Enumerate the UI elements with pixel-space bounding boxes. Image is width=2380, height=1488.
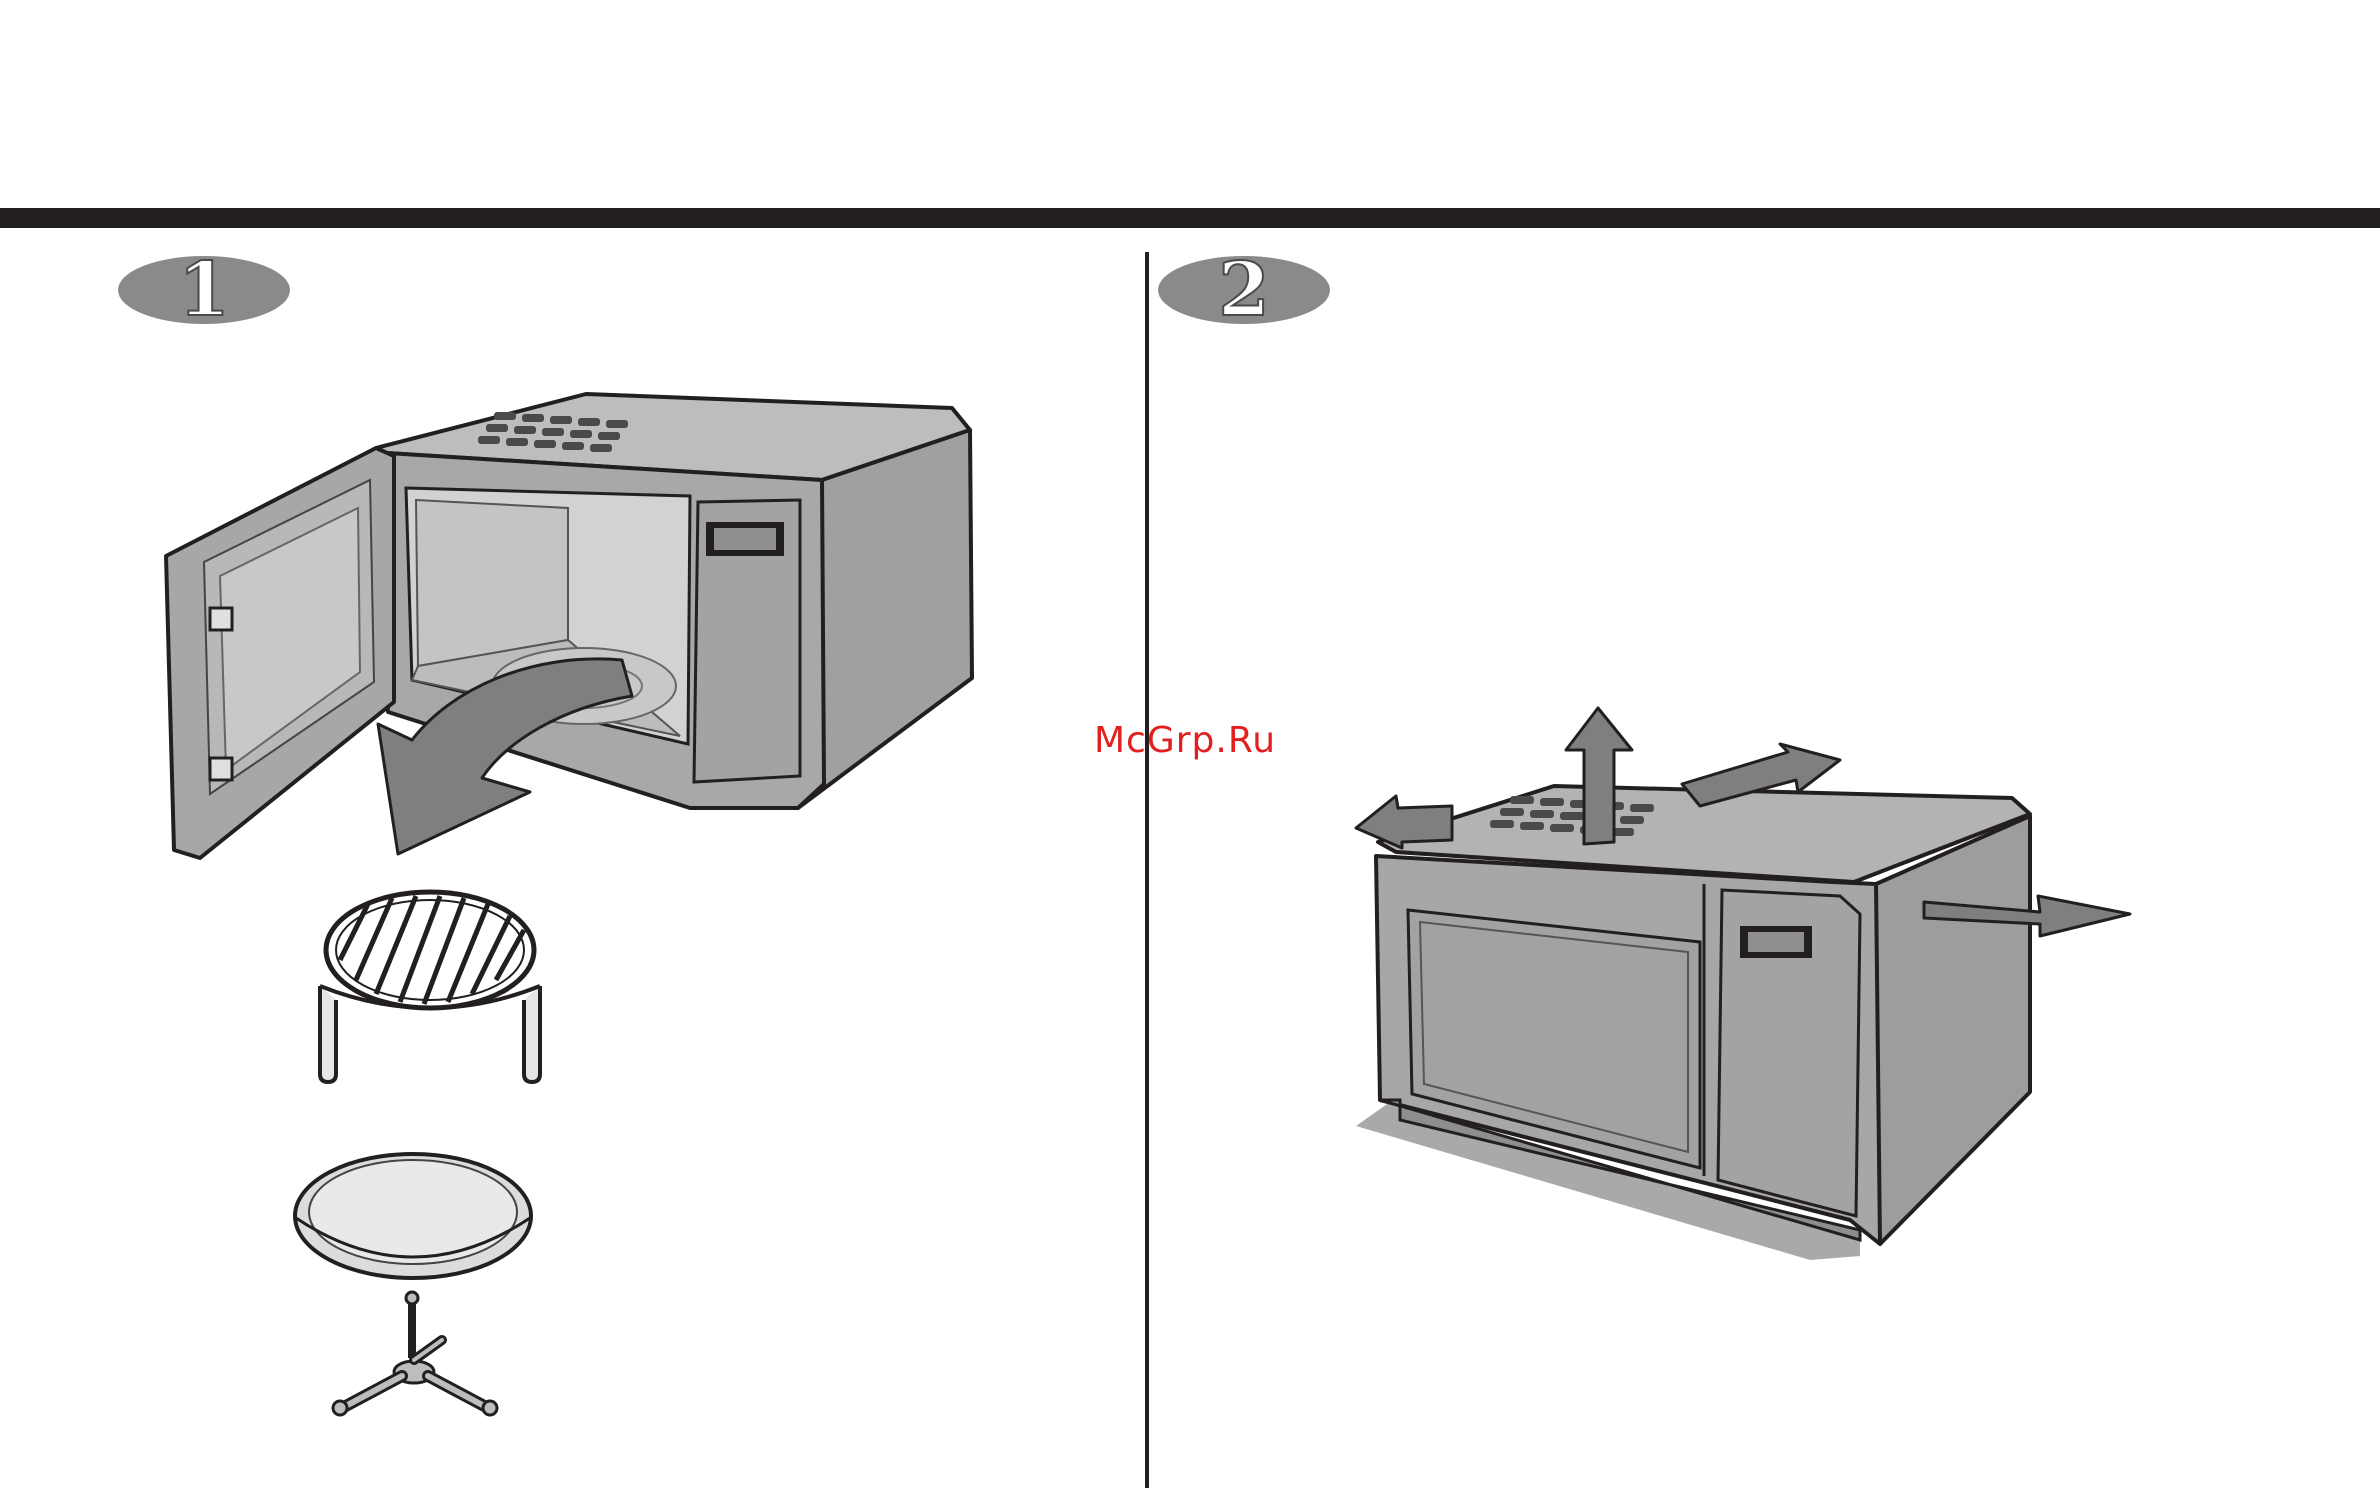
header-rule xyxy=(0,208,2380,228)
wire-rack-icon xyxy=(310,890,550,1090)
step-1-number: 1 xyxy=(178,247,230,333)
step-1-badge: 1 xyxy=(116,254,292,326)
roller-ring-icon xyxy=(326,1290,506,1420)
watermark-text: McGrp.Ru xyxy=(1094,720,1276,761)
column-divider xyxy=(1145,252,1149,1488)
microwave-open-door-illustration xyxy=(150,390,1000,870)
microwave-ventilation-illustration xyxy=(1340,700,2140,1260)
step-2-badge: 2 xyxy=(1156,254,1332,326)
step-2-number: 2 xyxy=(1218,247,1270,333)
glass-turntable-tray-icon xyxy=(290,1146,536,1286)
